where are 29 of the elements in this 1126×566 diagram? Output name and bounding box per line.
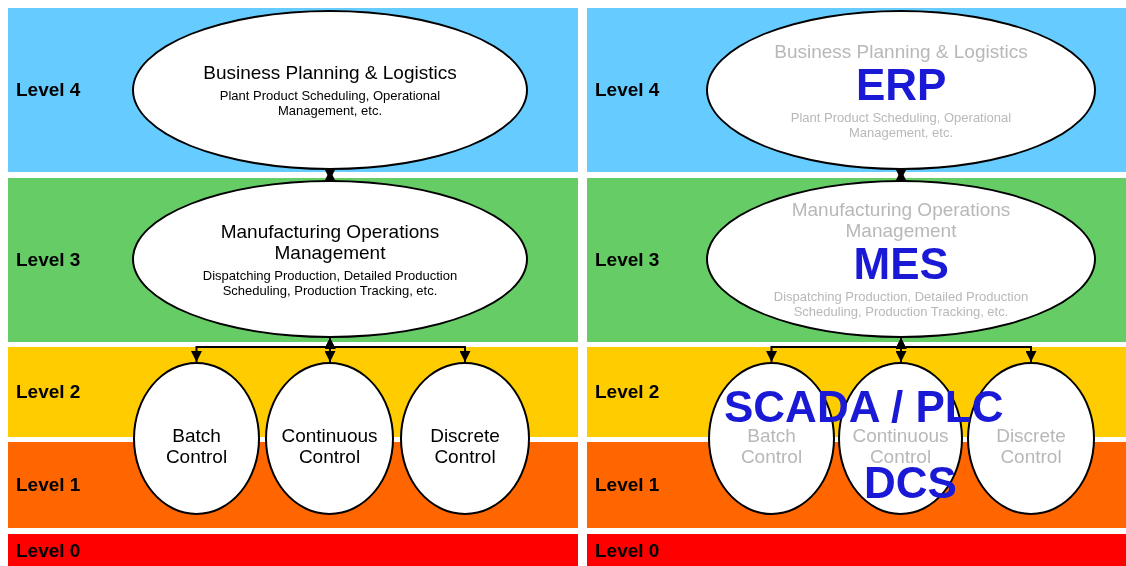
level-label: Level 1 [595,474,660,496]
node-title: Continuous Control [280,424,379,467]
node-title: Discrete Control [995,424,1067,467]
system-label: MES [853,241,949,287]
level-label: Level 0 [16,540,81,562]
level-label: Level 1 [16,474,81,496]
arrow [324,337,471,363]
level-label: Level 3 [595,249,660,271]
node-description: Plant Product Scheduling, Operational Management, etc. [218,88,442,118]
level-label: Level 2 [16,381,81,403]
level-label: Level 4 [595,79,660,101]
level-label: Level 4 [16,79,81,101]
arrow [895,169,907,181]
node-title: Batch Control [164,424,229,467]
node-title: Batch Control [739,424,804,467]
arrow [895,337,1037,363]
node-title: Discrete Control [429,424,501,467]
node-description: Dispatching Production, Detailed Production Scheduling, Production Tracking, etc. [201,267,459,298]
node-title: Manufacturing Operations Management [790,199,1012,241]
node-title: Manufacturing Operations Management [219,220,441,263]
system-label: ERP [856,61,947,108]
node-title: Business Planning & Logistics [774,40,1028,62]
node-description: Dispatching Production, Detailed Production Scheduling, Production Tracking, etc. [772,289,1030,319]
level-label: Level 3 [16,249,81,271]
level-label: Level 0 [595,540,660,562]
arrow [324,169,336,181]
level-label: Level 2 [595,381,660,403]
node-title: Business Planning & Logistics [203,62,457,83]
node-description: Plant Product Scheduling, Operational Management, etc. [789,109,1013,140]
